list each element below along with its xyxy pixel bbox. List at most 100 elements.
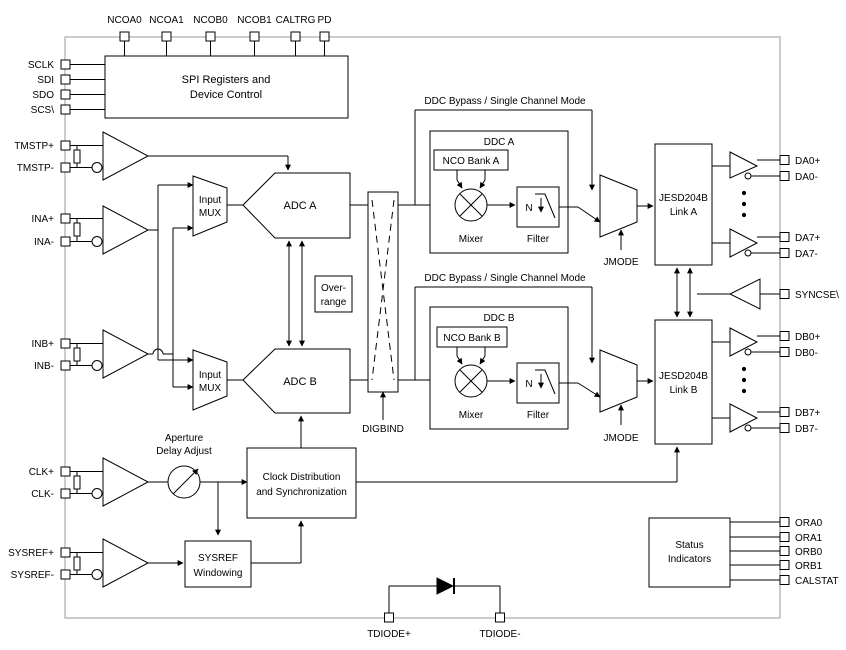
pin-ncoa1[interactable]	[161, 31, 172, 42]
label-da0-n: DA0-	[795, 172, 818, 183]
label-scs: SCS\	[31, 105, 55, 116]
pin-syncse[interactable]	[779, 289, 790, 299]
pin-inb-n[interactable]	[60, 360, 71, 371]
label-orb0: ORB0	[795, 547, 823, 558]
pin-db7-p[interactable]	[779, 407, 790, 417]
clock-label-1: Clock Distribution	[263, 472, 341, 483]
label-orb1: ORB1	[795, 561, 823, 572]
pin-scs[interactable]	[60, 104, 71, 115]
label-tmstp-p: TMSTP+	[14, 141, 54, 152]
mux-b-label-2: MUX	[199, 383, 222, 394]
ddc-bypass-paths	[398, 109, 595, 383]
aperture-label-1: Aperture	[165, 433, 204, 444]
spi-label-1: SPI Registers and	[182, 74, 271, 86]
label-sdo: SDO	[32, 90, 54, 101]
pin-clk-n[interactable]	[60, 488, 71, 499]
pin-caltrg[interactable]	[290, 31, 301, 42]
pin-ina-n[interactable]	[60, 236, 71, 247]
label-db7-p: DB7+	[795, 408, 820, 419]
pin-tmstp-p[interactable]	[60, 140, 71, 151]
pin-calstat[interactable]	[779, 575, 790, 585]
pin-sdi[interactable]	[60, 74, 71, 85]
filter-a-label: Filter	[527, 234, 550, 245]
jesd-a-label-1: JESD204B	[659, 193, 708, 204]
mux-a-label-1: Input	[199, 195, 221, 206]
mux-b-label-1: Input	[199, 370, 221, 381]
jmode-mux-a	[599, 174, 638, 238]
ddc-b-label: DDC B	[483, 313, 514, 324]
input-buffers	[60, 131, 150, 588]
sysref-label-2: Windowing	[194, 568, 243, 579]
label-ina-p: INA+	[31, 214, 54, 225]
label-ncoa0: NCOA0	[107, 15, 142, 26]
pin-sysref-p[interactable]	[60, 547, 71, 558]
pin-sclk[interactable]	[60, 59, 71, 70]
mixer-a-label: Mixer	[459, 234, 484, 245]
label-tdiode-n: TDIODE-	[479, 629, 520, 640]
adc-b	[242, 348, 351, 414]
nco-bank-b-label: NCO Bank B	[443, 333, 501, 344]
pin-tdiode-p[interactable]	[384, 612, 394, 623]
mixer-a	[454, 188, 488, 222]
pin-db0-p[interactable]	[779, 331, 790, 341]
top-pins	[119, 31, 330, 56]
buffer-inb	[102, 329, 150, 379]
pin-inb-p[interactable]	[60, 338, 71, 349]
label-sysref-p: SYSREF+	[8, 548, 54, 559]
pin-pd[interactable]	[319, 31, 330, 42]
spi-label-2: Device Control	[190, 89, 262, 101]
pin-db7-n[interactable]	[779, 423, 790, 433]
pin-ncob0[interactable]	[205, 31, 216, 42]
pin-orb1[interactable]	[779, 560, 790, 570]
buffer-clk	[102, 457, 150, 507]
jesd-link-b	[654, 319, 713, 445]
pin-db0-n[interactable]	[779, 347, 790, 357]
pin-ina-p[interactable]	[60, 213, 71, 224]
resistor-sysref	[73, 556, 81, 571]
pin-sdo[interactable]	[60, 89, 71, 100]
adc-b-label: ADC B	[283, 376, 317, 388]
diode-icon	[436, 577, 455, 595]
label-clk-p: CLK+	[29, 467, 54, 478]
pin-da7-p[interactable]	[779, 232, 790, 242]
jesd-b-label-1: JESD204B	[659, 371, 708, 382]
label-ora1: ORA1	[795, 533, 823, 544]
resistor-inb	[73, 347, 81, 362]
chip-outline	[64, 36, 781, 619]
filter-b-label: Filter	[527, 410, 550, 421]
pin-ora1[interactable]	[779, 532, 790, 542]
mixer-b-label: Mixer	[459, 410, 484, 421]
filter-b-n: N	[525, 379, 532, 390]
pin-sysref-n[interactable]	[60, 569, 71, 580]
pin-tmstp-n[interactable]	[60, 162, 71, 173]
adc-a-label: ADC A	[283, 200, 317, 212]
label-ncob1: NCOB1	[237, 15, 272, 26]
overrange-block	[314, 275, 353, 313]
resistor-ina	[73, 222, 81, 237]
pin-ora0[interactable]	[779, 517, 790, 527]
pin-clk-p[interactable]	[60, 466, 71, 477]
pin-da0-n[interactable]	[779, 171, 790, 181]
buffer-sysref	[102, 538, 150, 588]
ddc-b-out	[559, 382, 601, 398]
pin-tdiode-n[interactable]	[495, 612, 505, 623]
pin-da0-p[interactable]	[779, 155, 790, 165]
label-da0-p: DA0+	[795, 156, 820, 167]
tdiode	[388, 577, 501, 613]
nco-b-links	[456, 347, 486, 365]
jmode-mux-b	[599, 349, 638, 413]
pin-ncob1[interactable]	[249, 31, 260, 42]
label-clk-n: CLK-	[31, 489, 54, 500]
sysref-windowing-block	[184, 540, 252, 588]
pin-ncoa0[interactable]	[119, 31, 130, 42]
status-indicators-block	[648, 517, 731, 588]
pin-orb0[interactable]	[779, 546, 790, 556]
label-pd: PD	[318, 15, 332, 26]
adc-interconnect	[286, 240, 305, 347]
label-tdiode-p: TDIODE+	[367, 629, 411, 640]
output-drivers-a	[712, 151, 780, 258]
filter-a-n: N	[525, 203, 532, 214]
mux-a-label-2: MUX	[199, 208, 222, 219]
pin-da7-n[interactable]	[779, 248, 790, 258]
